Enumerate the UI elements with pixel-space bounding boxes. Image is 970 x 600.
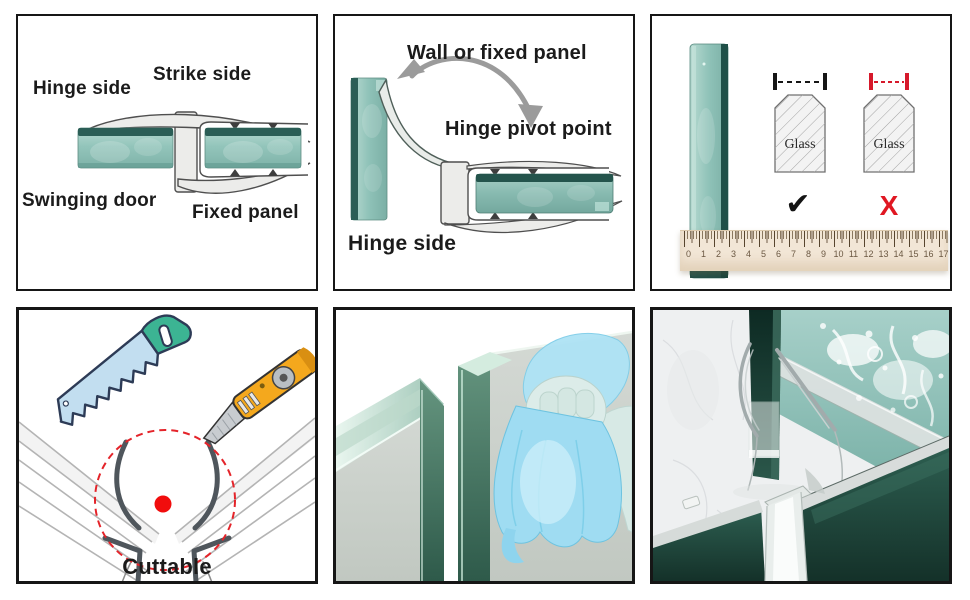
label-hinge-side: Hinge side: [348, 232, 457, 255]
wall-glass: [350, 77, 388, 221]
panel-hinge-pivot: Wall or fixed panel Hinge pivot point Hi…: [333, 14, 635, 291]
ruler-number: 15: [908, 249, 919, 259]
edge-clip: [682, 495, 701, 510]
glass-strip: [689, 43, 729, 279]
glass-label-wrong: Glass: [873, 137, 904, 152]
hand-saw-icon: [56, 314, 192, 426]
ruler-number: 14: [893, 249, 904, 259]
ruler: 0 1 2 3 4 5 6 7 8 9 10 11 12 13 14 15 16…: [680, 230, 950, 271]
ruler-number: 3: [730, 249, 736, 259]
ruler-number: 11: [848, 249, 859, 259]
panel-cuttable: Cuttable: [16, 307, 318, 584]
vertical-seal-strip: [764, 468, 825, 581]
cross-icon: X: [880, 190, 899, 221]
glass-silver-edge: [779, 354, 949, 462]
door-glass: [475, 173, 614, 214]
ruler-number: 13: [878, 249, 889, 259]
ruler-number: 5: [760, 249, 766, 259]
swinging-door-glass: [77, 127, 174, 169]
ruler-number: 4: [745, 249, 751, 259]
glass-cross-section-correct: Glass ✔: [773, 73, 827, 222]
label-strike-side: Strike side: [153, 64, 252, 85]
panel-seal-profile: Hinge side Strike side Swinging door Fix…: [16, 14, 318, 291]
ruler-number: 10: [833, 249, 844, 259]
cloth-tip: [501, 528, 524, 564]
seal-top-flap: [79, 113, 311, 143]
ruler-number: 16: [923, 249, 934, 259]
clean-glass-scene: [336, 310, 632, 581]
label-hinge-side: Hinge side: [33, 78, 132, 99]
check-icon: ✔: [785, 187, 810, 222]
fixed-panel-glass: [204, 127, 302, 169]
ruler-number: 8: [805, 249, 811, 259]
lower-right-glass-panel: [800, 435, 949, 581]
panel-clean-glass-photo: [333, 307, 635, 584]
seal-bottom-flap: [177, 162, 311, 194]
left-glass-panel: [336, 378, 444, 581]
seal-profile-drawing: [77, 111, 311, 194]
ruler-numbers: 0 1 2 3 4 5 6 7 8 9 10 11 12 13 14 15 16…: [681, 249, 950, 259]
panel-measuring: Glass ✔ Glass X 0 1 2 3 4: [650, 14, 952, 291]
ruler-number: 12: [863, 249, 874, 259]
arrow-head-right: [518, 104, 543, 128]
cleaning-hand: [493, 332, 632, 564]
label-hinge-pivot-point: Hinge pivot point: [445, 118, 612, 140]
label-swinging-door: Swinging door: [22, 190, 157, 211]
ruler-number: 17: [938, 249, 949, 259]
cut-point-dot: [154, 495, 172, 513]
arrow-head-left: [397, 59, 425, 79]
ruler-number: 1: [700, 249, 706, 259]
ruler-number: 7: [790, 249, 796, 259]
ruler-ticks-cm: [684, 231, 948, 247]
installed-seal-scene: [653, 310, 949, 581]
hinge-pivot-drawing: [350, 55, 623, 233]
label-fixed-panel: Fixed panel: [192, 202, 299, 223]
glass-cross-section-wrong: Glass X: [863, 73, 915, 221]
ruler-number: 9: [820, 249, 826, 259]
ruler-number: 2: [715, 249, 721, 259]
glass-label-correct: Glass: [784, 137, 815, 152]
panel-installed-seal-photo: [650, 307, 952, 584]
label-cuttable: Cuttable: [122, 554, 212, 579]
ruler-number: 0: [685, 249, 691, 259]
measuring-drawing: Glass ✔ Glass X: [689, 43, 915, 279]
lower-left-glass-panel: [653, 495, 765, 581]
red-dashed-circle: [94, 429, 236, 571]
pivot-arrow: [397, 55, 543, 128]
utility-knife-icon: [202, 347, 315, 445]
seal-flaps-dark: [102, 439, 232, 581]
upper-door-glass: [748, 310, 781, 480]
label-wall-or-fixed-panel: Wall or fixed panel: [407, 42, 587, 64]
cuttable-drawing: [19, 314, 315, 581]
ruler-number: 6: [775, 249, 781, 259]
